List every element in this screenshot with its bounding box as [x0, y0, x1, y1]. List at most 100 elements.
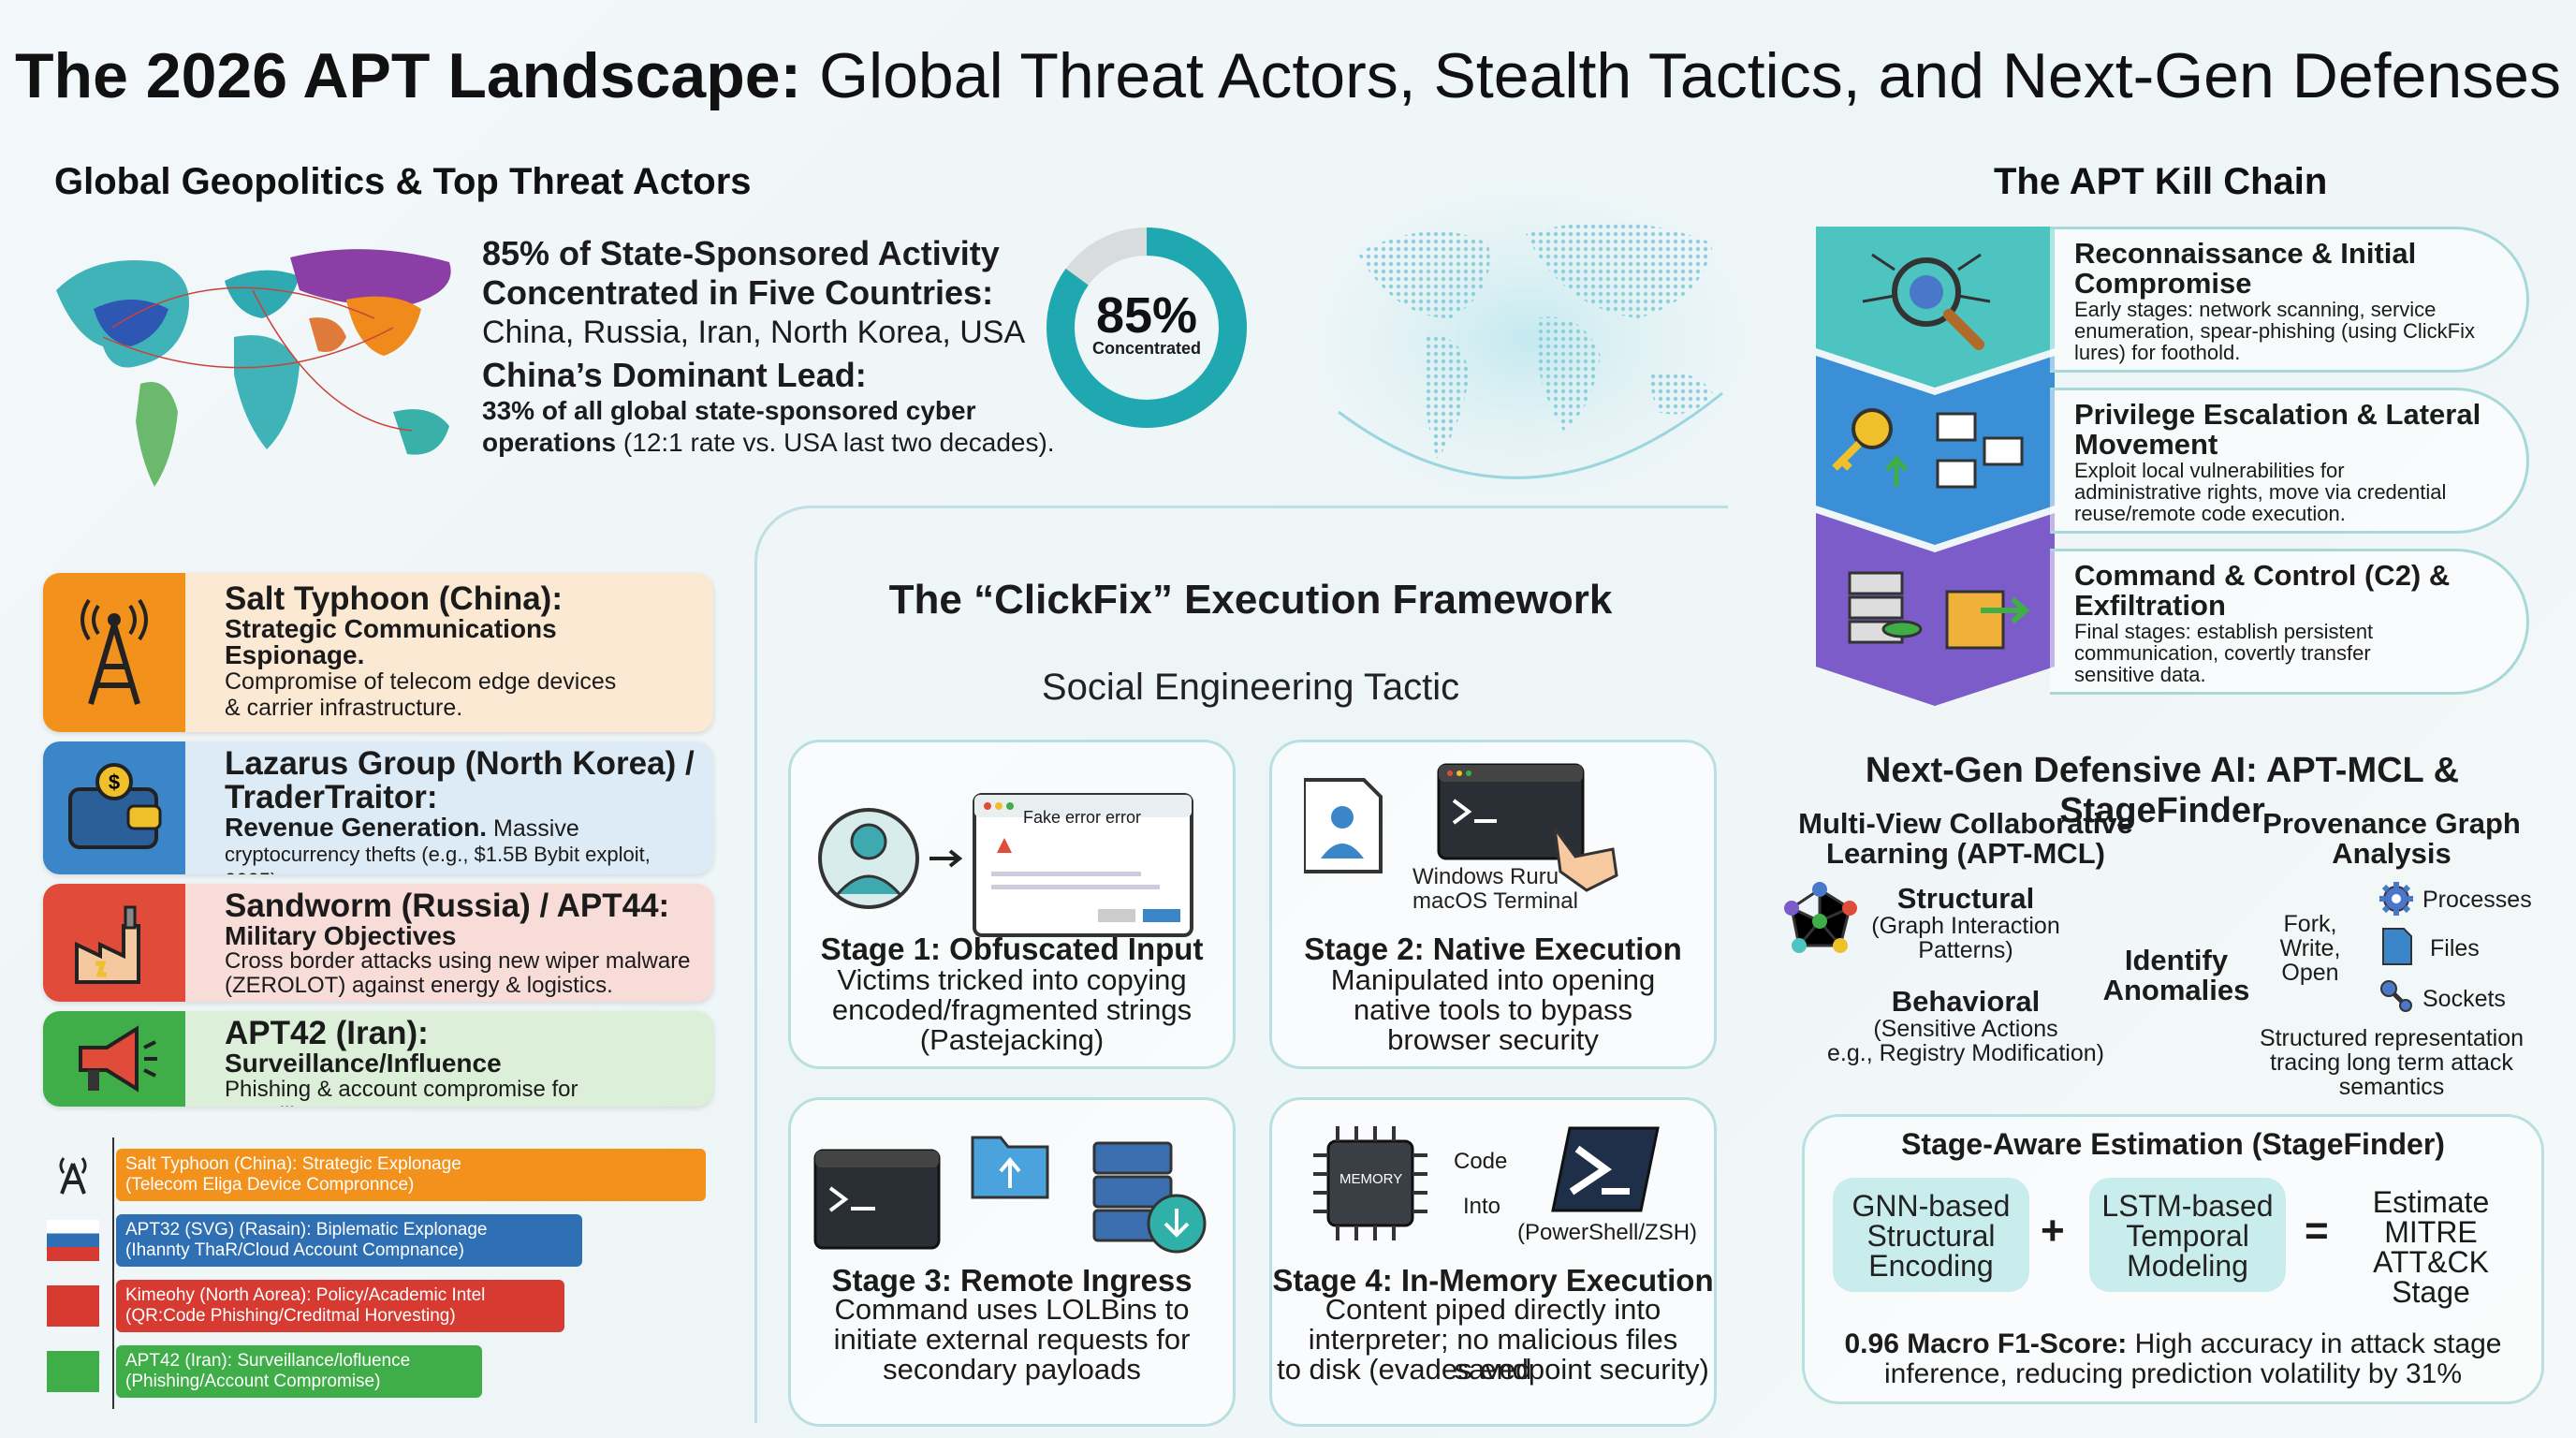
terminal-illustration — [1304, 763, 1618, 892]
structural-desc-2: Patterns) — [1918, 937, 2013, 963]
provenance-heading: Provenance Graph Analysis — [2247, 809, 2537, 869]
f1-score-text: 0.96 Macro F1-Score: High accuracy in at… — [1802, 1329, 2544, 1389]
step-desc-3: reuse/remote code execution. — [2074, 502, 2346, 525]
stage-card-3: Stage 3: Remote Ingress Command uses LOL… — [788, 1097, 1236, 1427]
concentration-donut — [1046, 227, 1247, 428]
stage-desc-2: native tools to bypass — [1353, 993, 1633, 1026]
plus-sign: + — [2041, 1208, 2065, 1254]
bar-label-line2: (QR:Code Phishing/Creditmal Horvesting) — [125, 1306, 456, 1326]
gnn-line3: Encoding — [1868, 1249, 1994, 1283]
powershell-label: (PowerShell/ZSH) — [1517, 1220, 1698, 1245]
est-line1: Estimate — [2372, 1185, 2490, 1219]
est-line4: Stage — [2392, 1275, 2470, 1309]
structural-label: Structural — [1896, 882, 2035, 915]
actor-name: Sandworm (Russia) / APT44: — [225, 888, 670, 924]
svg-text:$: $ — [109, 770, 120, 794]
page-title: The 2026 APT Landscape: Global Threat Ac… — [15, 40, 2561, 111]
actor-card-salt-typhoon: Salt Typhoon (China): Strategic Communic… — [43, 573, 713, 732]
actor-bar-chart: Salt Typhoon (China): Strategic Explonag… — [37, 1137, 721, 1409]
chart-axis — [112, 1137, 114, 1409]
killchain-step-2: Privilege Escalation & Lateral Movement … — [2050, 388, 2529, 534]
write-label: Write, — [2279, 935, 2341, 961]
bar-flag-icon — [47, 1154, 99, 1196]
behavioral-desc-2: e.g., Registry Modification) — [1827, 1040, 2104, 1066]
stat2-rest: (12:1 rate vs. USA last two decades). — [616, 428, 1055, 457]
lstm-line2: Temporal — [2126, 1219, 2249, 1253]
fork-label: Fork, — [2283, 911, 2337, 937]
clickfix-subheading: Social Engineering Tactic — [1041, 667, 1460, 708]
stage-desc-2: initiate external requests for — [833, 1323, 1191, 1356]
estimate-result: Estimate MITRE ATT&CK Stage — [2351, 1187, 2510, 1307]
stage-title: Stage 2: Native Execution — [1304, 932, 1682, 966]
windows-run-label: Windows Ruru — [1412, 864, 1559, 889]
lstm-line3: Modeling — [2127, 1249, 2248, 1283]
bar-flag-icon — [47, 1351, 99, 1392]
code-label: Code — [1454, 1149, 1508, 1174]
stage-desc-1: Command uses LOLBins to — [834, 1293, 1190, 1326]
step-desc-2: communication, covertly transfer — [2074, 641, 2371, 665]
actor-objective: Revenue Generation. — [225, 813, 488, 842]
open-label: Open — [2281, 960, 2339, 986]
into-label: Into — [1463, 1194, 1501, 1219]
stage-desc-2: encoded/fragmented strings — [831, 993, 1193, 1026]
f1-bold: 0.96 Macro F1-Score: — [1844, 1328, 2128, 1359]
stage-desc-2: interpreter; no malicious files saved — [1308, 1323, 1678, 1386]
stage-card-1: Fake error error Stage 1: Obfuscated Inp… — [788, 740, 1236, 1069]
step-title-1: Privilege Escalation & Lateral — [2074, 398, 2481, 431]
step-title-2: Compromise — [2074, 267, 2252, 300]
f1-rest: High accuracy in attack stage — [2127, 1328, 2502, 1359]
killchain-step-3: Command & Control (C2) & Exfiltration Fi… — [2050, 549, 2529, 695]
gear-icon — [2379, 882, 2413, 916]
stat2-heading: China’s Dominant Lead: — [482, 356, 867, 394]
prov-desc-1: Structured representation — [2259, 1025, 2525, 1051]
world-map-image — [56, 249, 451, 487]
actor-name: Lazarus Group (North Korea) / — [225, 745, 695, 782]
identify-line1: Identify — [2124, 944, 2229, 976]
stat1-countries: China, Russia, Iran, North Korea, USA — [482, 315, 1026, 350]
step-title-1: Command & Control (C2) & — [2074, 559, 2451, 592]
bar: Kimeohy (North Aorea): Policy/Academic I… — [116, 1280, 564, 1332]
magnifier-icon — [1862, 253, 1991, 350]
est-line2: MITRE — [2384, 1215, 2478, 1249]
gnn-pill: GNN-based Structural Encoding — [1833, 1178, 2029, 1292]
clickfix-heading: The “ClickFix” Execution Framework — [888, 577, 1613, 623]
server-file-icon — [1848, 571, 2030, 650]
stagefinder-heading: Stage-Aware Estimation (StageFinder) — [1901, 1127, 2445, 1161]
actor-desc-line1: Cross border attacks using new wiper mal… — [225, 948, 691, 974]
stage-card-2: Windows Ruru macOS Terminal Stage 2: Nat… — [1269, 740, 1717, 1069]
bar-label-line1: APT42 (Iran): Surveillance/lofluence — [125, 1351, 411, 1371]
bar: Salt Typhoon (China): Strategic Explonag… — [116, 1149, 706, 1201]
step-desc-2: administrative rights, move via credenti… — [2074, 480, 2447, 504]
stage-desc-1: Victims tricked into copying — [837, 963, 1187, 996]
fake-error-label: Fake error error — [1023, 808, 1142, 827]
geo-stats: 85% of State-Sponsored Activity Concentr… — [482, 234, 1062, 459]
donut-label: Concentrated — [1091, 339, 1201, 358]
bar-label-line2: (Phishing/Account Compromise) — [125, 1372, 381, 1391]
actor-objective: Military Objectives — [225, 921, 457, 950]
stat2-bold: operations — [482, 428, 617, 457]
mcl-heading-line1: Multi-View Collaborative — [1798, 807, 2133, 840]
prov-desc-3: semantics — [2338, 1074, 2445, 1100]
remote-ingress-illustration — [813, 1136, 1207, 1254]
actor-name: Salt Typhoon (China): — [225, 580, 563, 617]
actor-desc-line1: cryptocurrency thefts (e.g., $1.5B Bybit… — [225, 843, 651, 874]
bar-label-line2: (Ihannty ThaR/Cloud Account Compnance) — [125, 1240, 464, 1260]
gnn-line2: Structural — [1866, 1219, 1996, 1253]
actor-desc-line2: & carrier infrastructure. — [225, 695, 463, 721]
lstm-line1: LSTM-based — [2101, 1189, 2274, 1223]
step-title-2: Movement — [2074, 428, 2218, 461]
clickfix-frame — [754, 506, 1728, 1423]
prov-heading-line2: Analysis — [2332, 837, 2452, 870]
megaphone-icon — [43, 1011, 185, 1107]
bar-label-line1: APT32 (SVG) (Rasain): Biplematic Explona… — [125, 1220, 488, 1240]
stage-desc-1: Content piped directly into — [1325, 1293, 1661, 1326]
actor-name-line2: TraderTraitor: — [225, 779, 438, 815]
file-icon — [2382, 928, 2412, 965]
tower-icon — [43, 573, 185, 732]
stage-desc-3: secondary payloads — [883, 1353, 1141, 1386]
ai-heading: Next-Gen Defensive AI: APT-MCL & StageFi… — [1865, 751, 2460, 830]
step-desc-1: Exploit local vulnerabilities for — [2074, 459, 2345, 482]
bar-label-line1: Salt Typhoon (China): Strategic Explonag… — [125, 1154, 461, 1174]
actor-objective: Surveillance/Influence — [225, 1049, 502, 1078]
macos-terminal-label: macOS Terminal — [1412, 888, 1578, 914]
